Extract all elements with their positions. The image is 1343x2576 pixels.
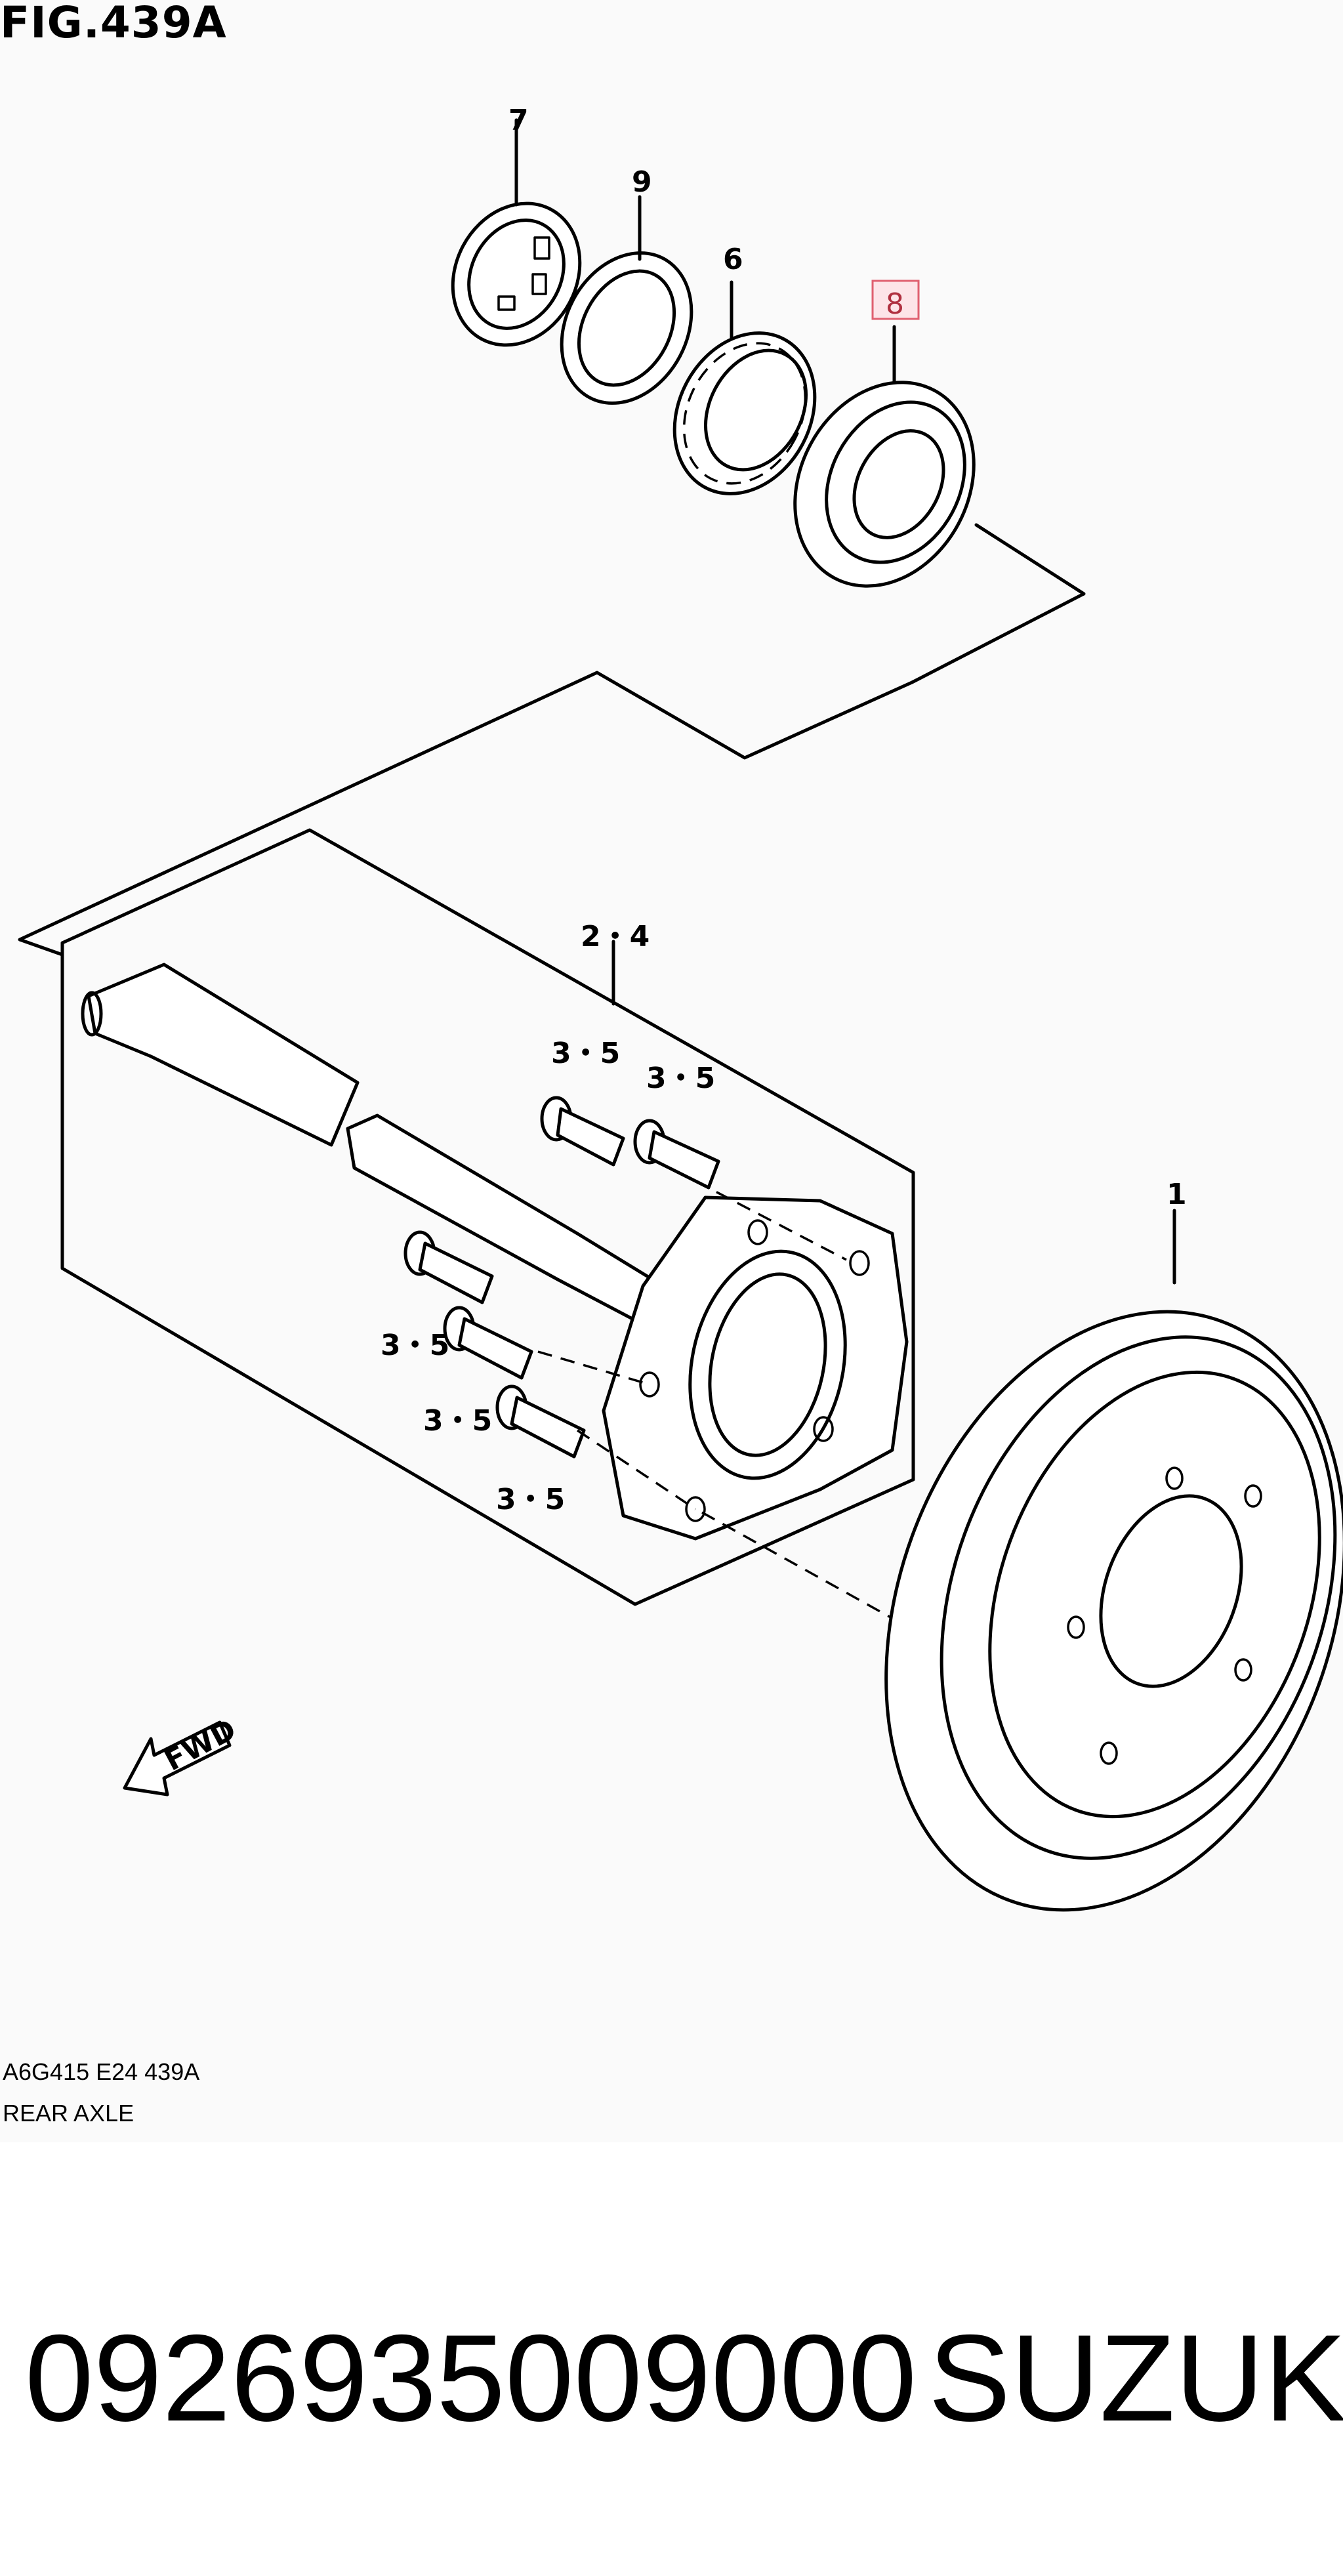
callout-6: 6 — [723, 243, 743, 276]
part-7-oil-seal — [451, 118, 582, 347]
part-6-bearing — [672, 280, 817, 495]
axle-assembly-box — [60, 828, 915, 1606]
part-number: 0926935009000 — [25, 2309, 917, 2447]
brand-name: SUZUKI — [928, 2309, 1343, 2447]
callout-8: 8 — [886, 287, 904, 321]
callout-9: 9 — [632, 165, 652, 199]
hub-bolt — [403, 1230, 494, 1304]
part-1-brake-drum — [884, 1209, 1343, 1912]
hub-bolt — [443, 1306, 533, 1380]
callout-1: 1 — [1167, 1178, 1187, 1211]
fwd-arrow-label: FWD — [159, 1713, 242, 1777]
callout-3-5-b: 3・5 — [646, 1062, 715, 1095]
part-8-bearing — [793, 280, 976, 588]
hub-flange — [602, 1195, 909, 1541]
part-2-4-axle-shaft — [81, 940, 697, 1347]
exploded-parts-diagram: FWD 7 9 6 8 2・4 3・5 3・5 3・5 3・5 3・5 1 — [18, 104, 1343, 1912]
callout-3-5-c: 3・5 — [381, 1329, 449, 1362]
hub-bolt — [540, 1096, 625, 1167]
callout-3-5-d: 3・5 — [423, 1404, 492, 1438]
figure-name: REAR AXLE — [3, 2100, 134, 2127]
hub-bolt — [495, 1384, 586, 1459]
figure-code: A6G415 E24 439A — [3, 2058, 200, 2085]
highlight-box-8 — [871, 280, 920, 320]
fwd-direction-arrow: FWD — [123, 1713, 242, 1797]
figure-title: FIG.439A — [0, 0, 227, 48]
callout-3-5-a: 3・5 — [551, 1037, 620, 1070]
hub-bolt — [633, 1119, 720, 1190]
part-9-retainer-ring — [560, 195, 693, 405]
callout-3-5-e: 3・5 — [496, 1483, 565, 1516]
callout-7: 7 — [508, 104, 529, 137]
callout-2-4: 2・4 — [581, 920, 650, 953]
upper-leader-outline — [18, 523, 1086, 957]
